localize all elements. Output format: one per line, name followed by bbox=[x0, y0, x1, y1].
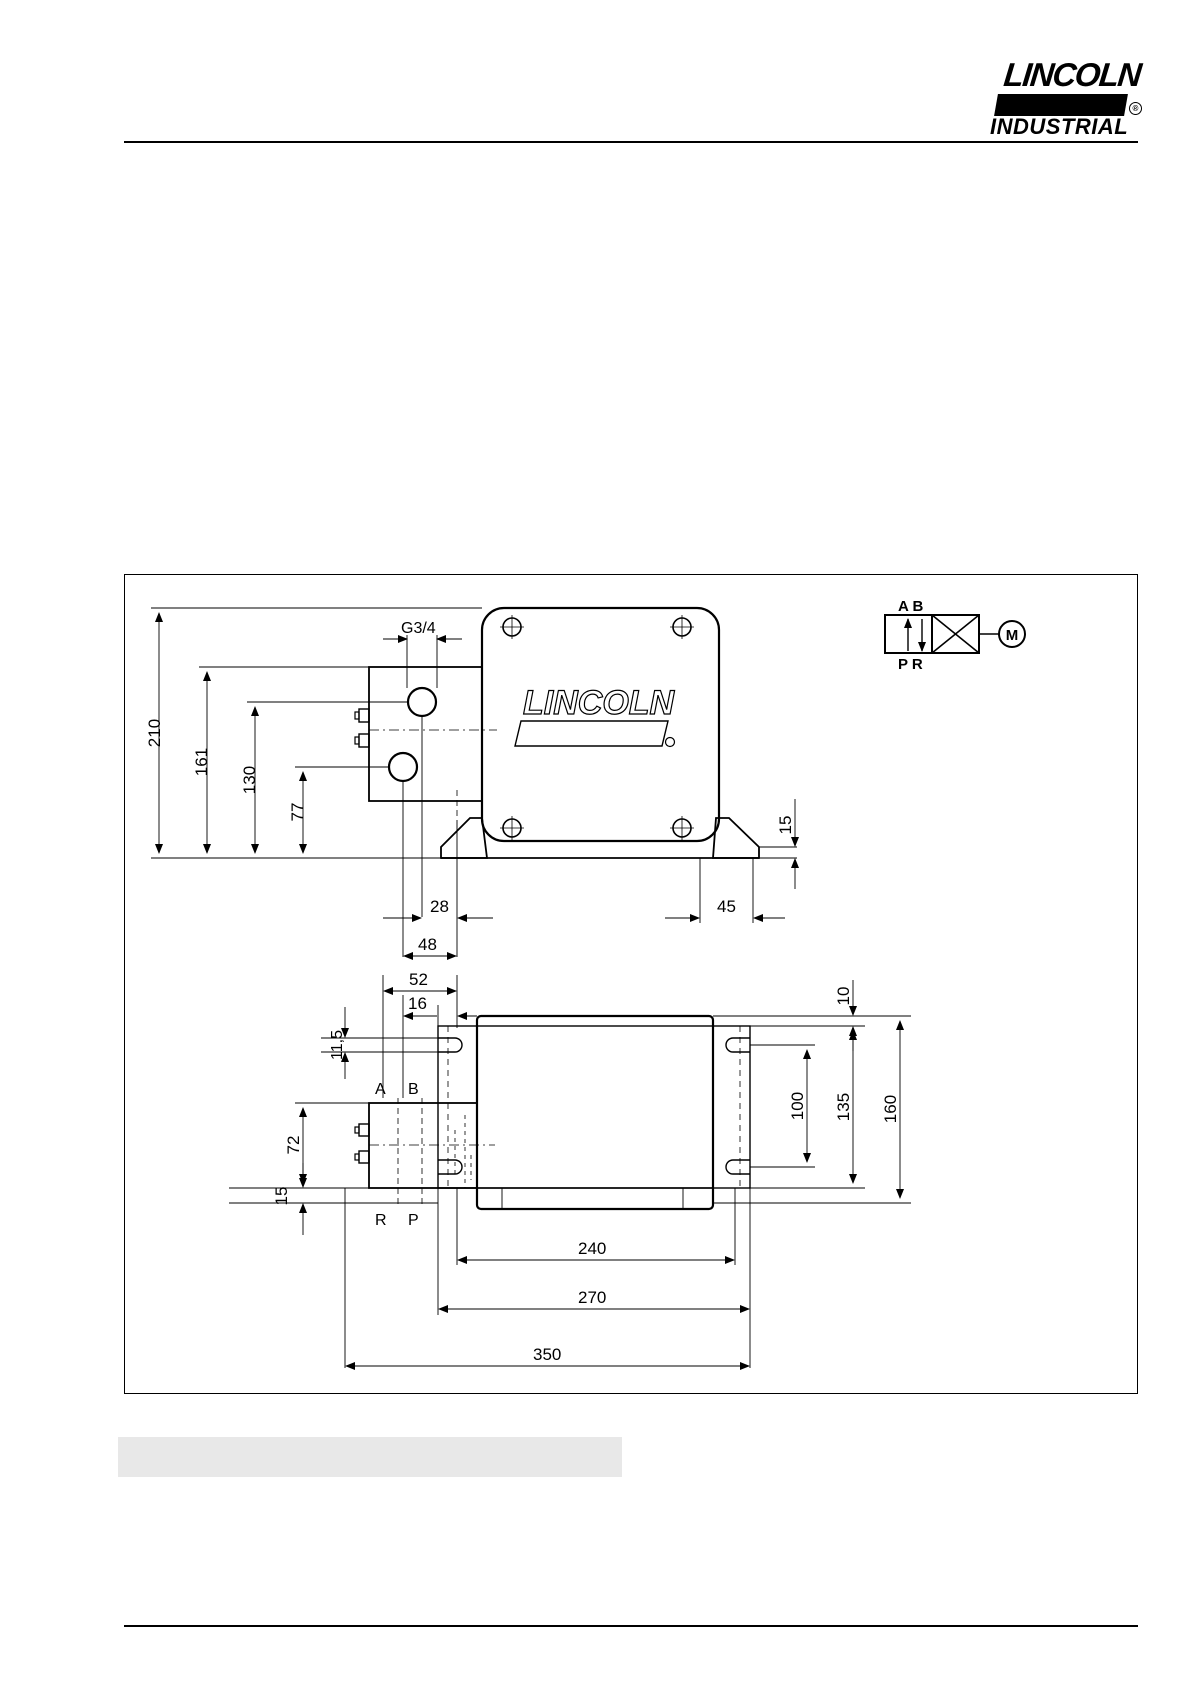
dim-135: 135 bbox=[834, 1093, 853, 1121]
motor-symbol-m: M bbox=[1006, 627, 1019, 644]
footer-rule bbox=[124, 1625, 1138, 1627]
dim-28: 28 bbox=[430, 897, 449, 916]
dim-10: 10 bbox=[834, 987, 853, 1006]
valve-symbol: M A B P R bbox=[885, 598, 1025, 673]
port-label-r: R bbox=[375, 1212, 387, 1229]
dim-height-77: 77 bbox=[288, 803, 307, 822]
dim-270: 270 bbox=[578, 1288, 606, 1307]
dim-15-left: 15 bbox=[272, 1187, 291, 1206]
dim-foot-height-15: 15 bbox=[776, 816, 795, 835]
dim-height-161: 161 bbox=[192, 748, 211, 776]
dim-240: 240 bbox=[578, 1239, 606, 1258]
dim-slot-11-5: 11,5 bbox=[329, 1030, 346, 1060]
valve-ports-top: A B bbox=[898, 598, 923, 615]
port-label-p: P bbox=[408, 1212, 419, 1229]
logo-industrial-text: INDUSTRIAL bbox=[990, 116, 1128, 138]
dim-48: 48 bbox=[418, 935, 437, 954]
dim-45: 45 bbox=[717, 897, 736, 916]
dim-height-130: 130 bbox=[240, 766, 259, 794]
header-rule bbox=[124, 141, 1138, 143]
port-label-b: B bbox=[408, 1081, 419, 1098]
dim-100: 100 bbox=[788, 1092, 807, 1120]
lincoln-industrial-logo: LINCOLN ® INDUSTRIAL bbox=[990, 58, 1140, 138]
dim-52: 52 bbox=[409, 970, 428, 989]
caption-bar bbox=[118, 1437, 622, 1477]
registered-mark: ® bbox=[1129, 102, 1142, 115]
dimension-drawing: LINCOLN G3/4 210 161 bbox=[125, 575, 1139, 1395]
dim-160: 160 bbox=[881, 1095, 900, 1123]
top-view: A B R P 52 16 11,5 72 15 bbox=[229, 970, 911, 1368]
dim-16: 16 bbox=[408, 994, 427, 1013]
logo-lincoln-text: LINCOLN bbox=[1002, 58, 1142, 91]
dim-port-thread: G3/4 bbox=[401, 620, 436, 637]
port-label-a: A bbox=[375, 1081, 386, 1098]
valve-ports-bottom: P R bbox=[898, 656, 923, 673]
housing-lincoln-label: LINCOLN bbox=[523, 684, 676, 722]
dim-height-210: 210 bbox=[145, 719, 164, 747]
dim-350: 350 bbox=[533, 1345, 561, 1364]
technical-drawing-frame: LINCOLN G3/4 210 161 bbox=[124, 574, 1138, 1394]
dim-72: 72 bbox=[284, 1136, 303, 1155]
logo-black-bar bbox=[994, 94, 1128, 116]
side-view: LINCOLN G3/4 210 161 bbox=[145, 608, 797, 957]
